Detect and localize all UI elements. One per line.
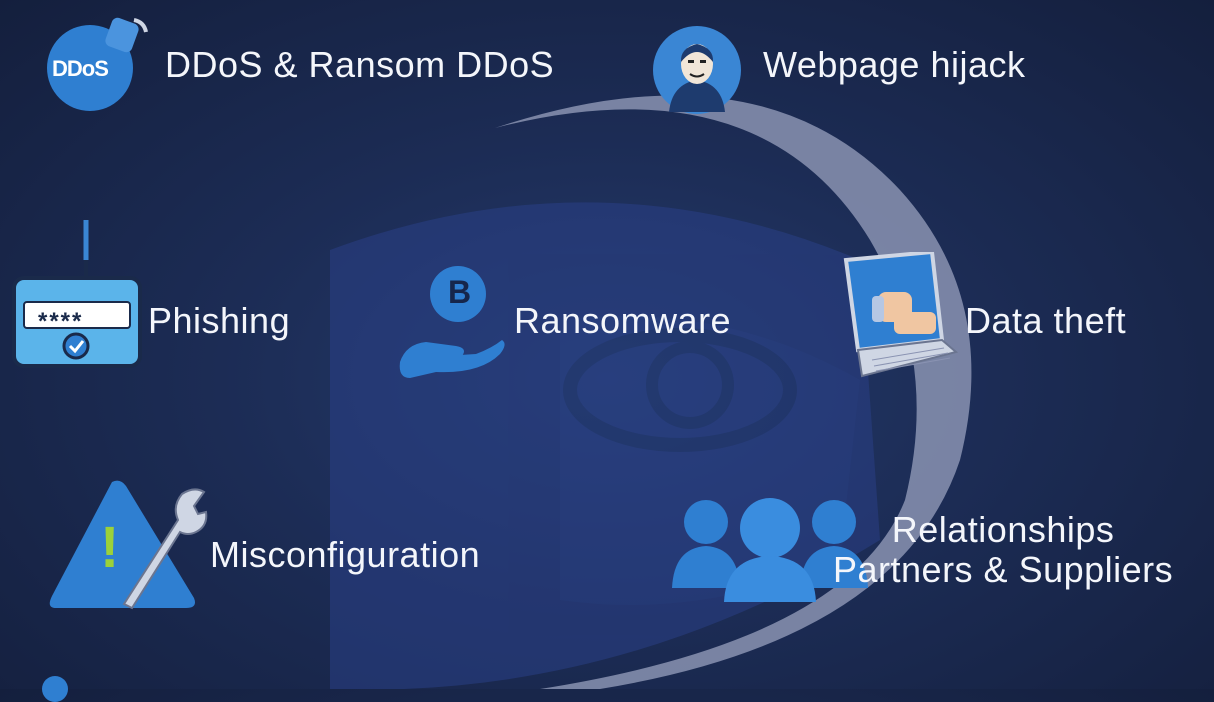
relationships-label: Relationships Partners & Suppliers — [833, 510, 1173, 590]
phishing-password-text: **** — [38, 308, 84, 335]
password-hook-icon: **** — [10, 220, 145, 370]
ddos-icon-text: DDoS — [52, 56, 109, 81]
relationships-line2: Partners & Suppliers — [833, 549, 1174, 590]
hacker-mask-icon — [644, 22, 750, 123]
data-theft-label: Data theft — [965, 300, 1127, 341]
bitcoin-hand-icon: B — [396, 262, 508, 380]
bitcoin-symbol: B — [448, 274, 472, 310]
ransomware-label: Ransomware — [514, 300, 732, 341]
partial-circle — [42, 676, 68, 702]
relationships-line1: Relationships — [891, 509, 1115, 550]
laptop-hand-icon — [832, 249, 959, 385]
ddos-label: DDoS & Ransom DDoS — [165, 44, 555, 85]
misconfiguration-label: Misconfiguration — [210, 534, 481, 575]
warning-wrench-icon: ! — [48, 480, 208, 610]
hijack-label: Webpage hijack — [763, 44, 1026, 85]
warning-exclamation: ! — [100, 515, 120, 580]
phishing-label: Phishing — [148, 300, 291, 341]
people-group-icon — [672, 488, 868, 607]
ddos-icon: DDoS — [38, 12, 150, 112]
